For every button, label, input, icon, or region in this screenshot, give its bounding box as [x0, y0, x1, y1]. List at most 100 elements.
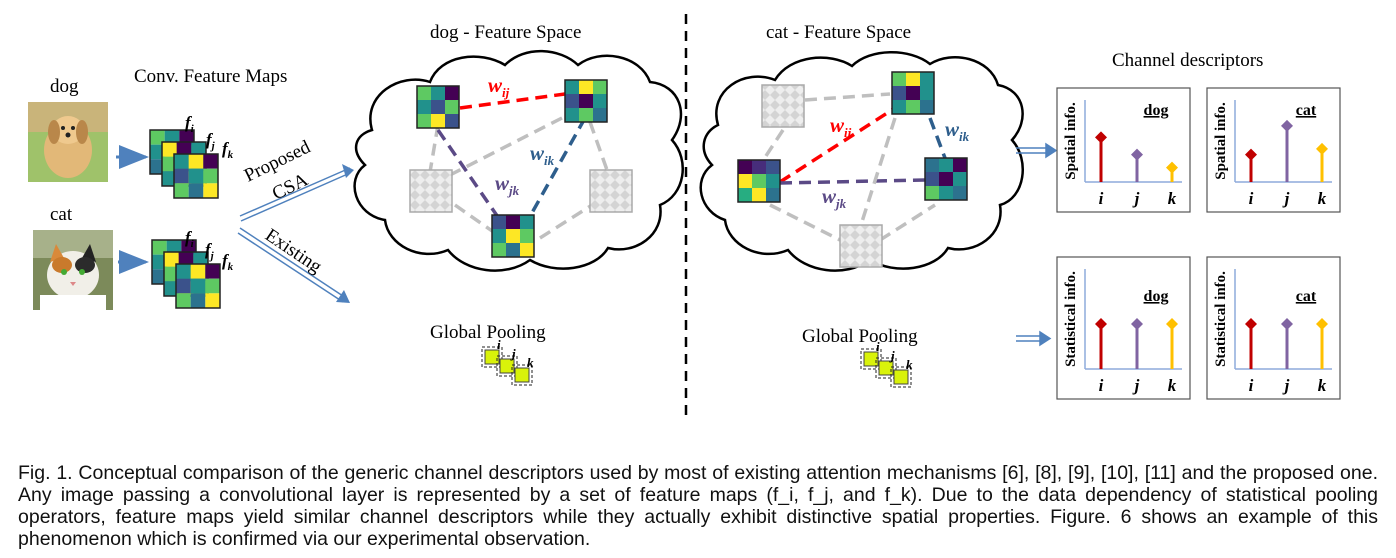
dog-w-ik: wik: [530, 141, 555, 168]
stem-marker-j: [1131, 148, 1143, 161]
dog-global-pooling: Global Pooling: [430, 322, 546, 343]
cat-pool-cell-1: [878, 360, 894, 376]
double-arrow-bottom: [1016, 330, 1052, 347]
existing-arrow: [237, 227, 350, 303]
cat-space-maps: [737, 71, 968, 203]
cat-map-j: [737, 159, 781, 203]
axis-label-i: i: [1249, 376, 1254, 395]
dog-map-2: [173, 153, 219, 199]
axis-label-j: j: [1132, 376, 1140, 395]
dog-empty-map-right: [589, 169, 633, 213]
dog-map-i: [416, 85, 460, 129]
stem-marker-k: [1166, 318, 1178, 330]
cat-map-i: [891, 71, 935, 115]
dog-empty-map-left: [409, 169, 453, 213]
dog-label-fi: fi: [185, 113, 195, 135]
dog-pool-frame-1: [496, 355, 518, 377]
descriptor-ylabel: Spatial info.: [1213, 102, 1229, 180]
dog-label-fj: fj: [206, 130, 216, 152]
stem-marker-i: [1245, 318, 1257, 330]
dog-w-ij: wij: [488, 73, 510, 100]
dog-pool-cell-0: [484, 349, 500, 365]
axis-label-i: i: [1249, 189, 1254, 208]
dog-label-fk: fk: [222, 139, 234, 161]
descriptor-name: cat: [1296, 102, 1317, 119]
cat-feature-map-stack: [151, 239, 221, 309]
dog-map-k: [491, 214, 535, 258]
cat-w-ij: wij: [830, 113, 852, 140]
cat-pool-label-k: k: [906, 357, 913, 372]
cat-map-k: [924, 157, 968, 201]
cat-label-fj: fj: [205, 240, 215, 262]
cat-photo: [33, 230, 113, 310]
dog-pooling-cells: [481, 346, 533, 386]
stem-marker-i: [1095, 131, 1107, 144]
cat-pool-frame-0: [860, 348, 882, 370]
cat-label: cat: [50, 204, 73, 225]
dog-pool-label-i: i: [497, 337, 501, 352]
axis-label-i: i: [1099, 376, 1104, 395]
cat-label-fk: fk: [222, 251, 234, 273]
cat-map-labels: fi fj fk: [185, 228, 234, 273]
descriptor-ylabel: Statistical info.: [1213, 271, 1229, 367]
axis-label-j: j: [1132, 189, 1140, 208]
descriptor-name: dog: [1144, 102, 1169, 119]
descriptor-panel-cat-spatial: Spatial info. cat i j k: [1206, 87, 1341, 213]
cat-w-jk: wjk: [822, 184, 847, 211]
descriptor-ylabel: Spatial info.: [1063, 102, 1079, 180]
dog-edges: [428, 92, 609, 240]
descriptor-ylabel: Statistical info.: [1063, 271, 1079, 367]
axis-label-j: j: [1282, 189, 1290, 208]
cat-pooling-cells: [860, 348, 912, 388]
stem-marker-i: [1245, 148, 1257, 161]
dog-pool-label-k: k: [527, 355, 534, 370]
axis-label-k: k: [1168, 189, 1177, 208]
proposed-csa-arrow: [239, 164, 354, 222]
dog-photo: [28, 102, 108, 182]
dog-feature-map-stack: [149, 129, 219, 199]
cat-empty-map-top: [761, 84, 805, 128]
axis-label-k: k: [1318, 376, 1327, 395]
cat-label-fi: fi: [185, 228, 195, 250]
dog-space-title: dog - Feature Space: [430, 22, 581, 43]
figure-diagram: dog cat Conv. Feature Maps fi fj fk: [28, 14, 1341, 420]
descriptor-name: cat: [1296, 288, 1317, 305]
dog-space-maps: [416, 79, 608, 258]
cat-pool-cell-2: [893, 369, 909, 385]
dog-pool-frame-2: [511, 364, 533, 386]
feature-maps-title: Conv. Feature Maps: [134, 66, 287, 87]
cat-pool-cell-0: [863, 351, 879, 367]
cat-pool-label-i: i: [876, 339, 880, 354]
stem-marker-k: [1316, 318, 1328, 330]
cat-global-pooling: Global Pooling: [802, 326, 918, 347]
stem-marker-i: [1095, 318, 1107, 330]
axis-label-j: j: [1282, 376, 1290, 395]
stem-marker-j: [1281, 119, 1293, 132]
dog-pool-cell-1: [499, 358, 515, 374]
cat-pool-frame-2: [890, 366, 912, 388]
stem-marker-k: [1166, 161, 1178, 174]
dog-pool-cell-2: [514, 367, 530, 383]
dog-map-labels: fi fj fk: [185, 113, 234, 161]
cat-empty-map-bottom: [839, 224, 883, 268]
descriptor-panel-cat-statistical: Statistical info. cat i j k: [1206, 256, 1341, 400]
cat-w-ik: wik: [945, 117, 970, 144]
dog-w-jk: wjk: [495, 171, 520, 198]
dog-pool-frame-0: [481, 346, 503, 368]
double-arrow-top: [1016, 142, 1058, 159]
stem-marker-j: [1281, 318, 1293, 330]
stem-marker-j: [1131, 318, 1143, 330]
stem-marker-k: [1316, 142, 1328, 155]
axis-label-k: k: [1318, 189, 1327, 208]
cat-space-title: cat - Feature Space: [766, 22, 911, 43]
dog-label: dog: [50, 76, 79, 97]
cat-pool-labels: ijk: [876, 339, 913, 372]
axis-label-i: i: [1099, 189, 1104, 208]
cat-pool-frame-1: [875, 357, 897, 379]
axis-label-k: k: [1168, 376, 1177, 395]
dog-map-j: [564, 79, 608, 123]
descriptors-title: Channel descriptors: [1112, 50, 1263, 71]
descriptor-panel-dog-spatial: Spatial info. dog i j k: [1056, 87, 1191, 213]
